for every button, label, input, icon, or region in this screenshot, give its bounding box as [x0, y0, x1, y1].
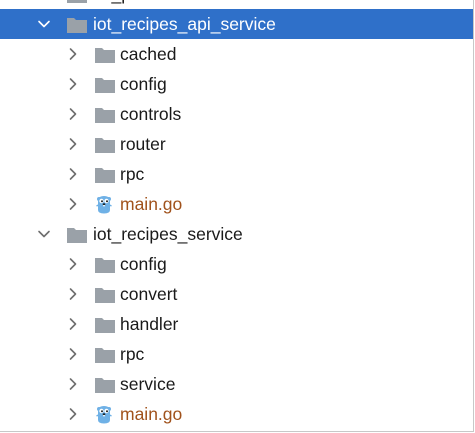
folder-icon — [94, 315, 116, 334]
tree-item-label: cached — [120, 44, 177, 64]
folder-icon — [94, 45, 116, 64]
tree-row-config[interactable]: config — [0, 69, 473, 99]
tree-row-main-go[interactable]: main.go — [0, 189, 473, 219]
tree-row-cached[interactable]: cached — [0, 39, 473, 69]
chevron-right-icon[interactable] — [66, 287, 80, 301]
tree-row-rpc[interactable]: rpc — [0, 339, 473, 369]
tree-row-handler[interactable]: handler — [0, 309, 473, 339]
folder-icon — [94, 165, 116, 184]
tree-item-label: handler — [120, 314, 179, 334]
tree-row-iot-recipes-api-service[interactable]: iot_recipes_api_service — [0, 9, 473, 39]
folder-icon — [94, 75, 116, 94]
chevron-right-icon[interactable] — [66, 197, 80, 211]
folder-icon — [94, 135, 116, 154]
folder-icon — [66, 15, 88, 34]
folder-icon — [94, 375, 116, 394]
chevron-right-icon[interactable] — [66, 167, 80, 181]
chevron-right-icon[interactable] — [66, 77, 80, 91]
tree-item-label: router — [120, 134, 166, 154]
tree-row-service[interactable]: service — [0, 369, 473, 399]
tree-item-label: controls — [120, 104, 182, 124]
chevron-right-icon[interactable] — [66, 377, 80, 391]
tree-row-router[interactable]: router — [0, 129, 473, 159]
tree-row-rpc[interactable]: rpc — [0, 159, 473, 189]
chevron-right-icon[interactable] — [66, 47, 80, 61]
folder-icon — [94, 105, 116, 124]
folder-icon — [66, 0, 88, 4]
tree-item-label: main.go — [120, 404, 183, 424]
chevron-down-icon[interactable] — [37, 17, 51, 31]
tree-item-label: convert — [120, 284, 178, 304]
tree-row-iot-protos[interactable]: iot_protos — [0, 0, 473, 9]
chevron-right-icon[interactable] — [37, 0, 51, 1]
tree-item-label: iot_protos — [93, 0, 170, 4]
tree-item-label: main.go — [120, 194, 183, 214]
folder-icon — [94, 345, 116, 364]
tree-row-convert[interactable]: convert — [0, 279, 473, 309]
tree-item-label: config — [120, 74, 167, 94]
chevron-right-icon[interactable] — [66, 257, 80, 271]
folder-icon — [94, 255, 116, 274]
go-gopher-icon — [94, 405, 116, 424]
chevron-right-icon[interactable] — [66, 347, 80, 361]
tree-item-label: iot_recipes_api_service — [93, 14, 276, 34]
chevron-right-icon[interactable] — [66, 317, 80, 331]
tree-item-label: rpc — [120, 164, 145, 184]
chevron-right-icon[interactable] — [66, 407, 80, 421]
tree-row-config[interactable]: config — [0, 249, 473, 279]
chevron-right-icon[interactable] — [66, 137, 80, 151]
tree-item-label: service — [120, 374, 176, 394]
chevron-down-icon[interactable] — [37, 227, 51, 241]
tree-item-label: config — [120, 254, 167, 274]
folder-icon — [94, 285, 116, 304]
folder-icon — [66, 225, 88, 244]
go-gopher-icon — [94, 195, 116, 214]
tree-item-label: rpc — [120, 344, 145, 364]
chevron-right-icon[interactable] — [66, 107, 80, 121]
tree-item-label: iot_recipes_service — [93, 224, 243, 244]
tree-row-main-go[interactable]: main.go — [0, 399, 473, 429]
tree-row-iot-recipes-service[interactable]: iot_recipes_service — [0, 219, 473, 249]
tree-row-controls[interactable]: controls — [0, 99, 473, 129]
